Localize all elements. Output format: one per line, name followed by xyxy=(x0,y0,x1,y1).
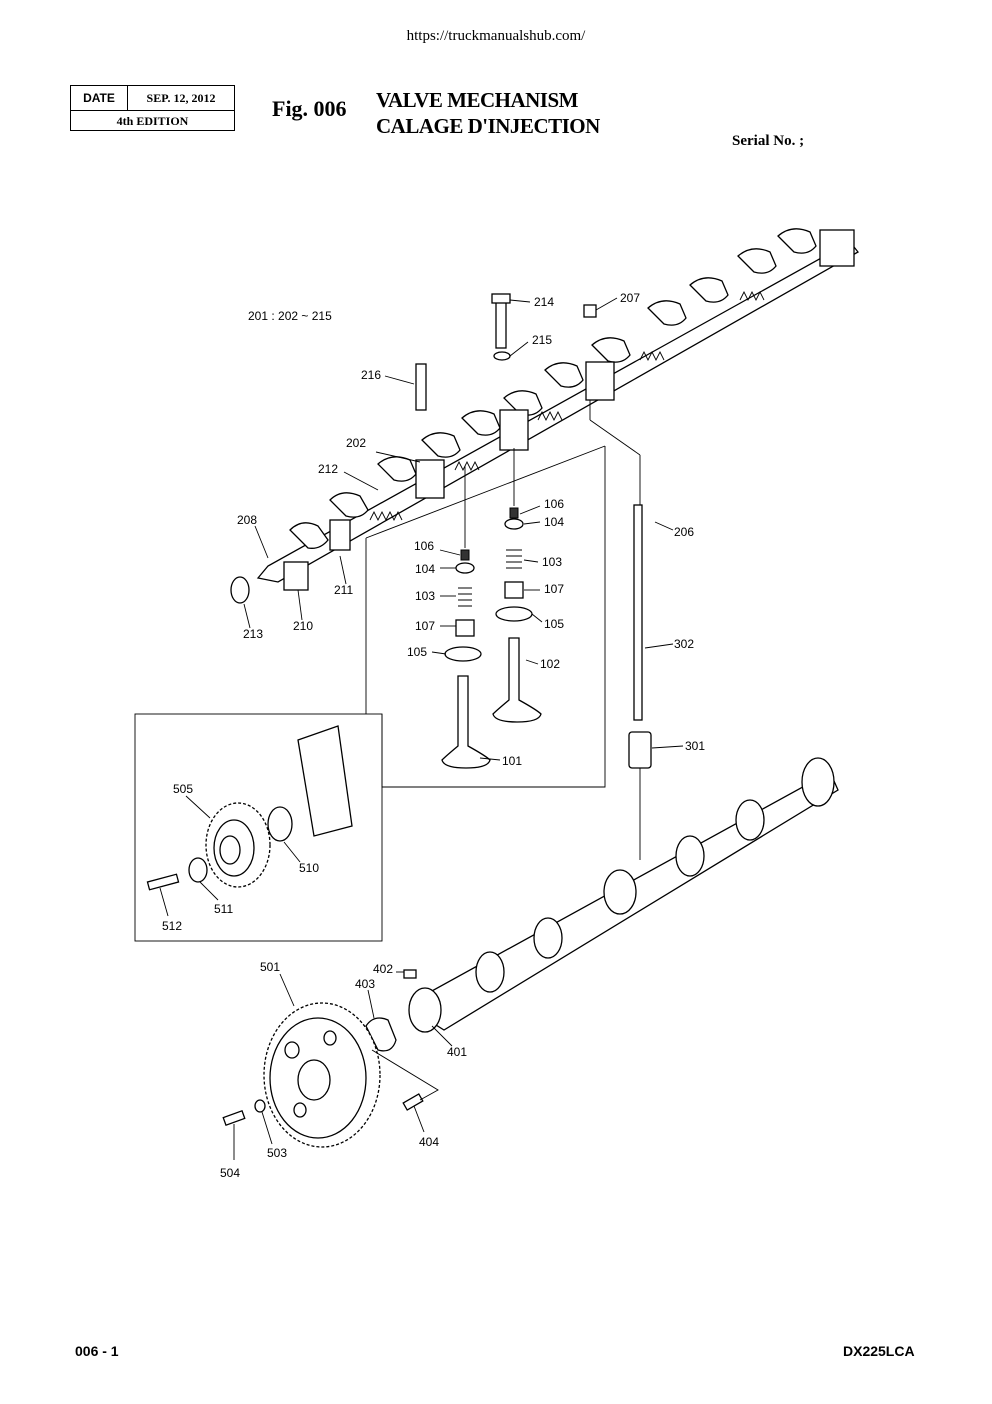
camshaft-401 xyxy=(408,757,839,1033)
callout-207: 207 xyxy=(620,291,640,305)
engine-housing xyxy=(297,725,353,837)
gear-inset-frame xyxy=(134,713,383,942)
callout-505: 505 xyxy=(173,782,193,796)
washer-215 xyxy=(493,351,511,361)
rocker-leader-lines xyxy=(243,297,684,860)
callout-402: 402 xyxy=(373,962,393,976)
callout-208: 208 xyxy=(237,513,257,527)
tappet-301 xyxy=(628,731,652,769)
callout-215: 215 xyxy=(532,333,552,347)
washer-503 xyxy=(254,1099,266,1113)
rocker-arms xyxy=(289,228,817,549)
shaft-510 xyxy=(267,806,293,842)
date-box: DATE SEP. 12, 2012 4th EDITION xyxy=(70,85,235,131)
title-english: VALVE MECHANISM xyxy=(376,88,578,112)
bolt-214-head xyxy=(491,293,511,304)
callout-105b: 105 xyxy=(407,645,427,659)
thrust-washer-511 xyxy=(188,857,208,883)
callout-102: 102 xyxy=(540,657,560,671)
callout-510: 510 xyxy=(299,861,319,875)
page-number: 006 - 1 xyxy=(75,1343,119,1359)
rocker-springs xyxy=(369,290,765,522)
callout-107a: 107 xyxy=(544,582,564,596)
callout-504: 504 xyxy=(220,1166,240,1180)
source-url[interactable]: https://truckmanualshub.com/ xyxy=(406,28,586,44)
callout-210: 210 xyxy=(293,619,313,633)
callout-216: 216 xyxy=(361,368,381,382)
callout-103a: 103 xyxy=(542,555,562,569)
nut-207 xyxy=(583,304,597,318)
idle-gear-505 xyxy=(205,802,271,888)
callout-301: 301 xyxy=(685,739,705,753)
date-row: DATE SEP. 12, 2012 xyxy=(71,86,234,111)
callout-212: 212 xyxy=(318,462,338,476)
callout-404: 404 xyxy=(419,1135,439,1149)
snap-ring-213 xyxy=(230,576,250,604)
callout-511: 511 xyxy=(214,902,233,916)
title-french: CALAGE D'INJECTION xyxy=(376,114,600,138)
bolt-504 xyxy=(222,1109,246,1127)
callout-403: 403 xyxy=(355,977,375,991)
callout-106b: 106 xyxy=(414,539,434,553)
bolt-214 xyxy=(495,297,507,349)
valve-leader-lines xyxy=(431,505,543,761)
model-number: DX225LCA xyxy=(843,1343,915,1359)
callout-107b: 107 xyxy=(415,619,435,633)
callout-211: 211 xyxy=(334,583,353,597)
callout-103b: 103 xyxy=(415,589,435,603)
callout-202: 202 xyxy=(346,436,366,450)
thrust-plate-403 xyxy=(365,1017,397,1052)
callout-512: 512 xyxy=(162,919,182,933)
callout-104b: 104 xyxy=(415,562,435,576)
valve-parts xyxy=(441,448,542,769)
date-value: SEP. 12, 2012 xyxy=(146,91,216,105)
callout-101: 101 xyxy=(502,754,522,768)
bolt-404 xyxy=(402,1093,424,1111)
key-402 xyxy=(403,969,417,979)
callout-105a: 105 xyxy=(544,617,564,631)
callout-213: 213 xyxy=(243,627,263,641)
gear-alignment-line xyxy=(371,1049,439,1101)
bolt-512 xyxy=(146,873,180,891)
stud-216 xyxy=(415,363,427,411)
callout-501: 501 xyxy=(260,960,280,974)
figure-number: Fig. 006 xyxy=(272,96,347,121)
valve-inset-frame-top xyxy=(365,445,606,539)
callout-106a: 106 xyxy=(544,497,564,511)
cam-gear-501 xyxy=(263,1002,381,1148)
push-rod-302 xyxy=(633,504,643,721)
rocker-shaft-assembly xyxy=(230,228,859,604)
callout-214: 214 xyxy=(534,295,554,309)
edition-label: 4th EDITION xyxy=(116,114,189,128)
callout-503: 503 xyxy=(267,1146,287,1160)
serial-number: Serial No. ; xyxy=(732,133,805,149)
callout-104a: 104 xyxy=(544,515,564,529)
date-label: DATE xyxy=(71,86,128,110)
lower-leader-lines xyxy=(159,795,453,1160)
group-note: 201 : 202 ~ 215 xyxy=(248,309,332,323)
callout-302: 302 xyxy=(674,637,694,651)
callout-206: 206 xyxy=(674,525,694,539)
callout-401: 401 xyxy=(447,1045,467,1059)
